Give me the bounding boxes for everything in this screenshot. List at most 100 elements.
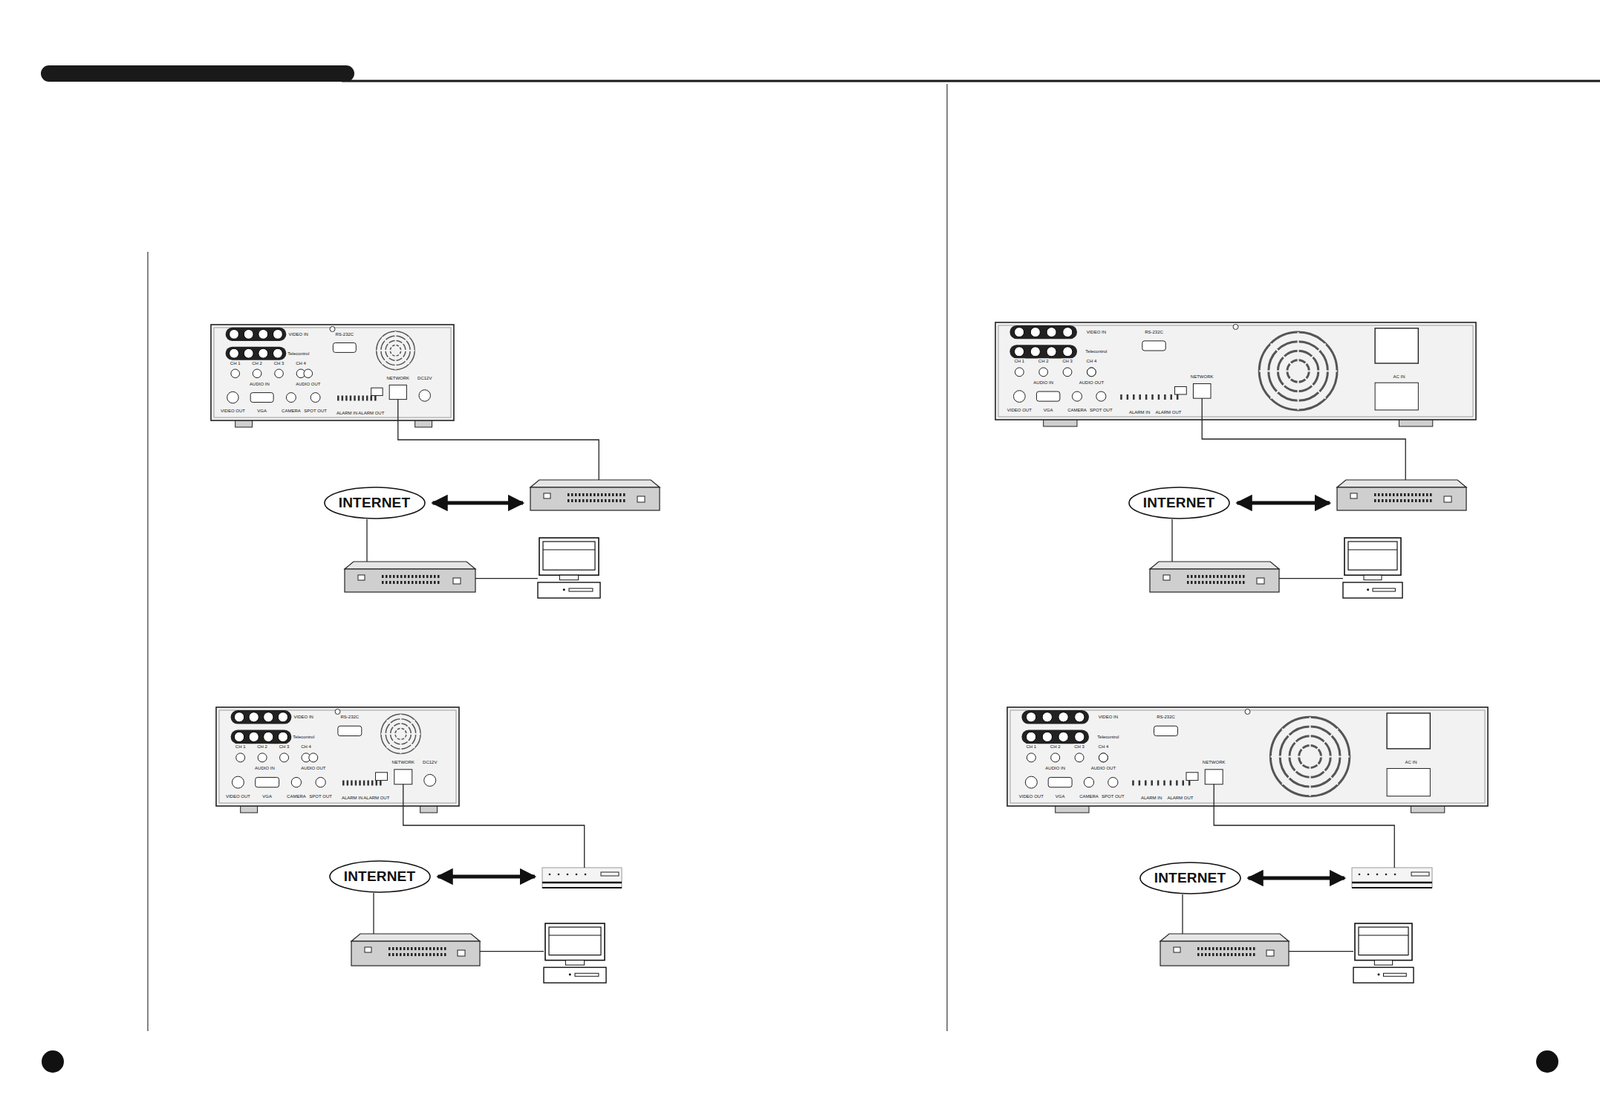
hub-port [1426,499,1429,503]
hub-port [433,580,437,584]
vga-port [250,392,274,403]
fan-spoke [1298,371,1326,399]
video-out-jack [231,776,244,789]
network-cable [1288,950,1354,952]
alarm-terminal [1158,394,1161,400]
screen [542,541,595,570]
network-hub [1149,561,1280,593]
panel-label: CAMERA [280,408,302,414]
hub-port [1190,580,1193,584]
hub-port [411,574,414,578]
network-hub [344,561,476,593]
camera-jack [1083,776,1094,787]
panel-label: RS-232C [1143,329,1164,336]
hub-port [1212,953,1215,956]
audio-jack [1026,753,1036,763]
hub-port [407,580,411,584]
dvr-rear-panel [995,322,1476,427]
hub-port [1201,947,1204,951]
bnc-connector [1062,346,1073,357]
router [1351,867,1433,888]
hub-port [421,953,425,956]
network-hub [1160,933,1289,966]
audio-out-jack [309,753,318,763]
hub-port [385,580,388,584]
hub-front [344,568,476,593]
alarm-terminal [1157,779,1160,786]
alarm-terminal [366,395,369,401]
network-cable [1201,398,1406,480]
alarm-terminal [355,779,358,786]
panel-label: ALARM OUT [1166,795,1194,801]
hub-port [615,499,619,503]
alarm-terminal [341,395,344,401]
panel-label: CAMERA [1078,793,1100,799]
hub-port [418,580,422,584]
hub-port [1253,953,1256,956]
bnc-connector [1025,712,1036,723]
alarm-terminal [346,779,350,786]
hub-port [608,499,611,503]
serial-port [1154,725,1179,736]
fan-grille [376,331,416,370]
hub-port [433,947,436,951]
panel-label: CH 3 [1073,744,1086,750]
alarm-terminal [1163,394,1167,400]
hub-port [612,493,615,497]
bnc-connector [233,731,244,742]
hub-port [1201,574,1205,578]
bnc-strip [1021,710,1089,725]
screen-shade [1358,935,1409,936]
panel-label: VGA [1054,793,1066,799]
bnc-connector [272,329,283,339]
bnc-connector [248,731,259,742]
fan-spoke [400,733,402,754]
hub-port [425,953,428,956]
panel-label: CAMERA [1066,407,1088,413]
panel-label: VIDEO OUT [1018,793,1045,799]
hub-port [582,499,585,503]
hub-port [1415,499,1418,503]
hub-port [604,499,607,503]
usb-port [375,772,388,781]
hub-port [1238,580,1242,584]
hub-port [1418,493,1421,497]
hub-top [1149,561,1280,569]
hub-port [1209,580,1212,584]
panel-label: VIDEO OUT [219,408,246,414]
hub-port [1403,499,1407,503]
power-led [563,588,566,591]
panel-label: DC12V [416,375,433,382]
panel-label: AUDIO IN [248,381,271,387]
hub-led [1163,574,1170,581]
panel-label: AUDIO OUT [294,381,321,387]
node-label: INTERNET [1143,494,1216,512]
panel-label: VGA [256,408,268,414]
hub-port [571,493,574,497]
hub-port [597,499,600,503]
bnc-connector [1046,327,1057,338]
alarm-terminal [337,395,340,401]
audio-jack [1087,367,1097,377]
hub-port [1411,499,1414,503]
alarm-terminal [361,395,364,401]
network-cable [398,399,599,480]
node-label: INTERNET [338,494,411,512]
panel-label: Telecontrol [286,350,310,356]
hub-port [1187,574,1190,578]
hub-port [1253,947,1256,951]
hub-port [1381,493,1384,497]
alarm-terminal [1120,394,1123,400]
hub-port [1242,580,1245,584]
network-port [389,384,407,399]
hub-port [403,947,406,951]
chassis-edge [998,325,1473,417]
router-led [548,873,552,876]
hub-port [433,953,436,956]
double-arrow [433,501,524,506]
bnc-connector [277,712,288,723]
hub-port [418,947,421,951]
hub-port [1407,499,1410,503]
panel-label: CH 4 [294,360,307,366]
drive-slot [574,973,599,977]
